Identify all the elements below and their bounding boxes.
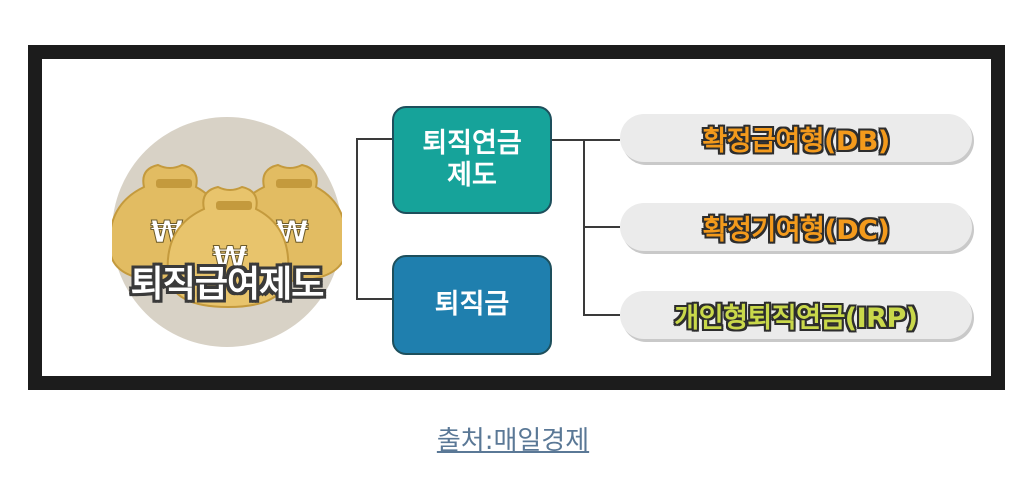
- dc-option-label: 확정기여형(DC): [702, 214, 890, 246]
- connector-lines: [356, 138, 620, 316]
- money-bags-icon: ₩ ₩ ₩: [112, 163, 342, 309]
- source-caption-link[interactable]: 출처:매일경제: [436, 426, 590, 456]
- main-title: 퇴직급여제도: [130, 264, 325, 305]
- vertical-branch-line: [583, 140, 620, 316]
- db-option-box: 확정급여형(DB): [620, 114, 972, 162]
- severance-pay-label: 퇴직금: [434, 289, 510, 320]
- pension-system-label: 퇴직연금 제도: [422, 128, 522, 191]
- diagram-frame: ₩ ₩ ₩ 퇴직급여제도: [28, 45, 1005, 390]
- severance-pay-box: 퇴직금: [392, 255, 552, 355]
- won-symbol-center: ₩: [212, 239, 247, 277]
- irp-option-box: 개인형퇴직연금(IRP): [620, 291, 972, 339]
- left-bracket-line: [356, 138, 392, 300]
- irp-option-label: 개인형퇴직연금(IRP): [674, 302, 918, 334]
- pension-system-box: 퇴직연금 제도: [392, 106, 552, 214]
- db-option-label: 확정급여형(DB): [702, 125, 890, 157]
- dc-option-box: 확정기여형(DC): [620, 203, 972, 251]
- money-bag-center-icon: ₩: [166, 185, 290, 309]
- diagram-canvas: ₩ ₩ ₩ 퇴직급여제도: [42, 59, 991, 376]
